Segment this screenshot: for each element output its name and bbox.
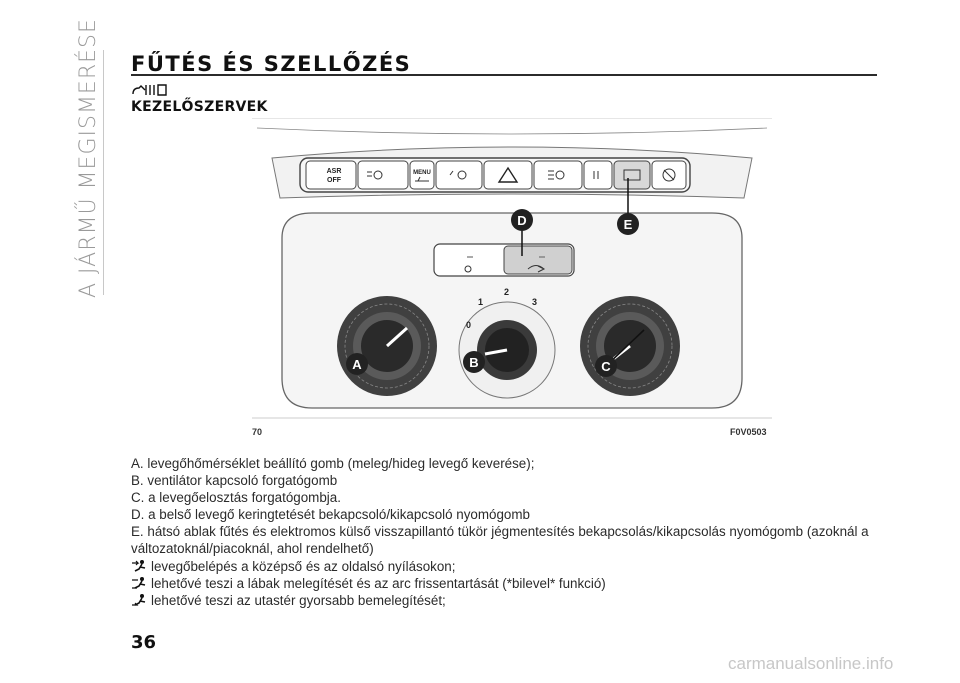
figure-page-label: 70 bbox=[252, 427, 263, 437]
asr-label: ASR bbox=[327, 168, 342, 175]
menu-button bbox=[409, 160, 435, 190]
fan-level-2: 2 bbox=[504, 287, 509, 297]
menu-label: MENU bbox=[413, 170, 431, 176]
asr-button bbox=[305, 160, 357, 190]
callout-d bbox=[511, 209, 533, 231]
callout-c bbox=[595, 355, 617, 377]
fan-knob: 0 1 2 3 bbox=[458, 287, 556, 399]
caption-e-cont: változatoknál/piacoknál, ahol rendelhető… bbox=[131, 541, 374, 556]
caption-e: E. hátsó ablak fűtés és elektromos külső… bbox=[131, 524, 869, 539]
callout-d-label: D bbox=[517, 213, 526, 228]
climate-panel-figure: ASR OFF MENU 0 1 2 3 bbox=[252, 118, 772, 419]
callout-e bbox=[617, 213, 639, 235]
climate-control-icon bbox=[132, 84, 167, 96]
front-fog-button bbox=[533, 160, 583, 190]
rear-defrost-button bbox=[613, 160, 651, 190]
caption-feet-mode: lehetővé teszi az utastér gyorsabb bemel… bbox=[131, 593, 446, 608]
airflow-face-icon bbox=[132, 560, 146, 572]
figure-code: F0V0503 bbox=[730, 427, 767, 437]
callout-b bbox=[463, 351, 485, 373]
fan-level-1: 1 bbox=[478, 297, 483, 307]
caption-bilevel-text: lehetővé teszi a lábak melegítését és az… bbox=[151, 576, 606, 591]
hazard-triangle-icon bbox=[497, 166, 519, 183]
subsection-title: KEZELŐSZERVEK bbox=[131, 99, 268, 115]
caption-d: D. a belső levegő keringtetését bekapcso… bbox=[131, 507, 530, 522]
caption-a: A. levegőhőmérséklet beállító gomb (mele… bbox=[131, 456, 535, 471]
side-tab: A JÁRMŰ MEGISMERÉSE bbox=[76, 18, 101, 298]
caption-face-text: levegőbelépés a középső és az oldalsó ny… bbox=[151, 559, 456, 574]
fan-level-0: 0 bbox=[466, 320, 471, 330]
callout-b-label: B bbox=[469, 355, 478, 370]
callout-c-label: C bbox=[601, 359, 611, 374]
title-rule bbox=[131, 74, 877, 76]
airflow-feet-icon bbox=[132, 594, 146, 606]
callout-e-label: E bbox=[624, 217, 633, 232]
section-title: FŰTÉS ÉS SZELLŐZÉS bbox=[131, 52, 412, 76]
caption-b: B. ventilátor kapcsoló forgatógomb bbox=[131, 473, 338, 488]
caption-bilevel-mode: lehetővé teszi a lábak melegítését és az… bbox=[131, 576, 606, 591]
off-label: OFF bbox=[327, 177, 342, 184]
air-distribution-knob bbox=[580, 296, 680, 396]
panel-mini-icons bbox=[367, 168, 676, 182]
fog-light-button bbox=[357, 160, 409, 190]
caption-feet-text: lehetővé teszi az utastér gyorsabb bemel… bbox=[151, 593, 446, 608]
callout-a bbox=[346, 353, 368, 375]
caption-c: C. a levegőelosztás forgatógombja. bbox=[131, 490, 341, 505]
watermark: carmanualsonline.info bbox=[728, 654, 894, 673]
dimmer-button bbox=[435, 160, 483, 190]
side-divider bbox=[103, 50, 104, 295]
temperature-knob bbox=[337, 296, 437, 396]
hazard-button bbox=[483, 160, 533, 190]
callout-a-label: A bbox=[352, 357, 362, 372]
fan-level-3: 3 bbox=[532, 297, 537, 307]
page-number: 36 bbox=[131, 632, 157, 653]
airflow-bilevel-icon bbox=[132, 577, 146, 589]
caption-face-mode: levegőbelépés a középső és az oldalsó ny… bbox=[131, 559, 455, 574]
